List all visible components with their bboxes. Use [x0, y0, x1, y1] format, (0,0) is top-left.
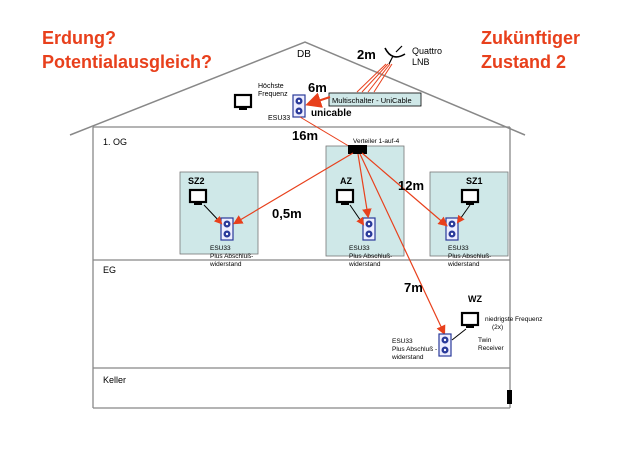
label-frequenz: Frequenz — [258, 91, 288, 98]
arrow-multischalter-to-socket — [305, 92, 331, 108]
label-05m: 0,5m — [272, 206, 302, 221]
label-12m: 12m — [398, 178, 424, 193]
label-esu33-roof: ESU33 — [268, 115, 290, 122]
arrow-to-sz2 — [232, 152, 354, 225]
socket-icon-az — [362, 217, 376, 241]
socket-icon-sz1 — [445, 217, 459, 241]
room-sz2 — [179, 171, 259, 255]
label-sz2-l3: widerstand — [209, 261, 242, 268]
label-16m: 16m — [292, 128, 318, 143]
label-lnb-line2: LNB — [412, 57, 430, 67]
label-az-l1: ESU33 — [349, 245, 370, 252]
label-sz1-l1: ESU33 — [448, 245, 469, 252]
label-db: DB — [297, 49, 311, 60]
label-dish-distance: 2m — [357, 47, 376, 62]
room-sz1 — [429, 171, 509, 257]
tv-icon-roof — [233, 93, 253, 112]
socket-icon-roof — [292, 94, 306, 118]
label-wz-l1: ESU33 — [392, 338, 413, 345]
tv-icon-az — [335, 188, 355, 207]
link-wz — [451, 328, 467, 341]
room-name-sz2: SZ2 — [188, 176, 205, 186]
basement-marker — [507, 390, 512, 404]
label-sz2-l2: Plus Abschluß- — [210, 253, 253, 260]
label-sz1-l3: widerstand — [447, 261, 480, 268]
label-7m: 7m — [404, 280, 423, 295]
verteiler-box — [348, 145, 367, 154]
label-wz-l3: widerstand — [391, 354, 424, 361]
lnb-feed-lines — [356, 63, 393, 93]
label-zukuenftiger: Zukünftiger — [481, 28, 580, 48]
cable-roof-to-verteiler — [299, 116, 353, 149]
label-verteiler: Verteiler 1-auf-4 — [353, 138, 400, 145]
arrow-to-wz — [359, 153, 446, 336]
label-az-l2: Plus Abschluß- — [349, 253, 392, 260]
room-name-az: AZ — [340, 176, 352, 186]
label-az-l3: widerstand — [348, 261, 381, 268]
label-erdung: Erdung? — [42, 28, 116, 48]
tv-icon-wz — [460, 311, 480, 330]
label-floor-keller: Keller — [103, 375, 126, 385]
label-wz-twin: Twin — [478, 337, 492, 344]
tv-icon-sz2 — [188, 188, 208, 207]
label-hoechste: Höchste — [258, 83, 284, 90]
link-az — [349, 204, 365, 226]
label-sz1-l2: Plus Abschluß- — [448, 253, 491, 260]
label-wz-l2: Plus Abschluß - — [392, 346, 437, 353]
label-sz2-l1: ESU33 — [210, 245, 231, 252]
label-potentialausgleich: Potentialausgleich? — [42, 52, 212, 72]
socket-icon-sz2 — [220, 217, 234, 241]
label-lnb-line1: Quattro — [412, 46, 442, 56]
multischalter-box — [328, 92, 422, 107]
satellite-dish-icon — [384, 45, 406, 65]
label-zustand: Zustand 2 — [481, 52, 566, 72]
label-wz-freq1: niedrigste Frequenz — [485, 316, 542, 323]
label-wz-receiver: Receiver — [478, 345, 504, 352]
roof-outline — [69, 41, 526, 136]
room-name-wz: WZ — [468, 294, 482, 304]
label-floor-og: 1. OG — [103, 137, 127, 147]
socket-icon-wz — [438, 333, 452, 357]
room-name-sz1: SZ1 — [466, 176, 483, 186]
tv-icon-sz1 — [460, 188, 480, 207]
label-floor-eg: EG — [103, 265, 116, 275]
arrow-to-az — [357, 153, 372, 219]
label-6m: 6m — [308, 80, 327, 95]
label-wz-freq2: (2x) — [492, 324, 503, 331]
arrow-to-sz1 — [361, 152, 448, 227]
link-sz2 — [203, 204, 223, 225]
label-unicable: unicable — [311, 108, 352, 119]
label-multischalter: Multischalter - UniCable — [332, 96, 412, 105]
link-sz1 — [456, 204, 471, 224]
